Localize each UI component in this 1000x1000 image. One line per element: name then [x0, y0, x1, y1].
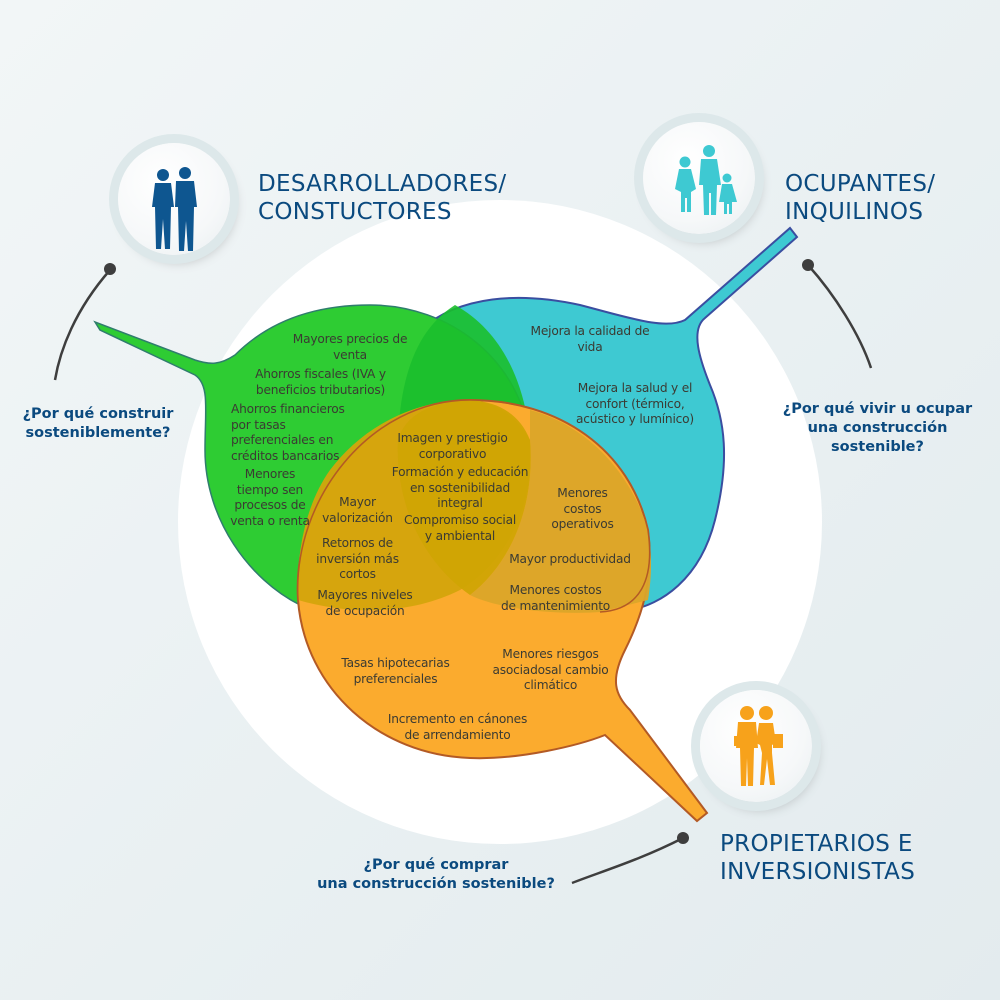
developers-question: ¿Por qué construir sosteniblemente? — [22, 406, 174, 441]
benefit-quality-of-life: Mejora la calidad de vida — [530, 324, 650, 354]
occupants-title: OCUPANTES/ INQUILINOS — [785, 171, 936, 225]
benefit-shorter-sale-time: Menores tiempo sen procesos de venta o r… — [230, 467, 310, 528]
benefit-shorter-returns: Retornos de inversión más cortos — [316, 536, 399, 581]
benefit-corporate-image: Imagen y prestigio corporativo — [397, 431, 508, 461]
benefit-higher-occupancy: Mayores niveles de ocupación — [317, 588, 413, 618]
occupants-question: ¿Por qué vivir u ocupar una construcción… — [782, 401, 973, 455]
connector-line-developers — [53, 269, 111, 381]
owners-question: ¿Por qué comprar una construcción sosten… — [317, 857, 555, 892]
owners-badge — [700, 690, 812, 802]
family-icon — [675, 145, 737, 215]
two-men-icon — [152, 167, 197, 251]
connector-dot-owners — [677, 832, 689, 844]
business-couple-icon — [734, 706, 783, 786]
connector-dot-developers — [104, 263, 116, 275]
occupants-badge — [643, 122, 755, 234]
occupants-owners-overlap — [470, 410, 651, 613]
center-overlap — [397, 400, 531, 595]
benefit-health-comfort: Mejora la salud y el confort (térmico, a… — [576, 381, 694, 426]
benefit-higher-productivity: Mayor productividad — [509, 552, 631, 566]
benefit-higher-sale-prices: Mayores precios de venta — [292, 332, 408, 362]
benefit-financial-savings: Ahorros financieros por tasas preferenci… — [231, 402, 345, 463]
benefit-lower-maintenance-costs: Menores costos de mantenimiento — [500, 583, 611, 613]
benefit-preferential-mortgage: Tasas hipotecarias preferenciales — [341, 656, 450, 686]
owners-title: PROPIETARIOS E INVERSIONISTAS — [720, 831, 916, 885]
benefit-lower-climate-risks: Menores riesgos asociadosal cambio climá… — [492, 647, 609, 692]
developers-title: DESARROLLADORES/ CONSTUCTORES — [258, 171, 507, 225]
developers-badge — [118, 143, 230, 255]
benefit-higher-rent: Incremento en cánones de arrendamiento — [387, 712, 528, 742]
benefit-tax-savings: Ahorros fiscales (IVA y beneficios tribu… — [255, 367, 386, 397]
benefit-lower-operating-costs: Menores costos operativos — [551, 486, 614, 531]
benefit-social-commitment: Compromiso social y ambiental — [403, 513, 517, 543]
connector-line-occupants — [807, 264, 873, 369]
benefit-sustainability-education: Formación y educación en sostenibilidad … — [391, 465, 529, 510]
benefit-higher-valuation: Mayor valorización — [322, 495, 393, 525]
connector-dot-occupants — [802, 259, 814, 271]
connector-line-owners — [571, 836, 684, 885]
